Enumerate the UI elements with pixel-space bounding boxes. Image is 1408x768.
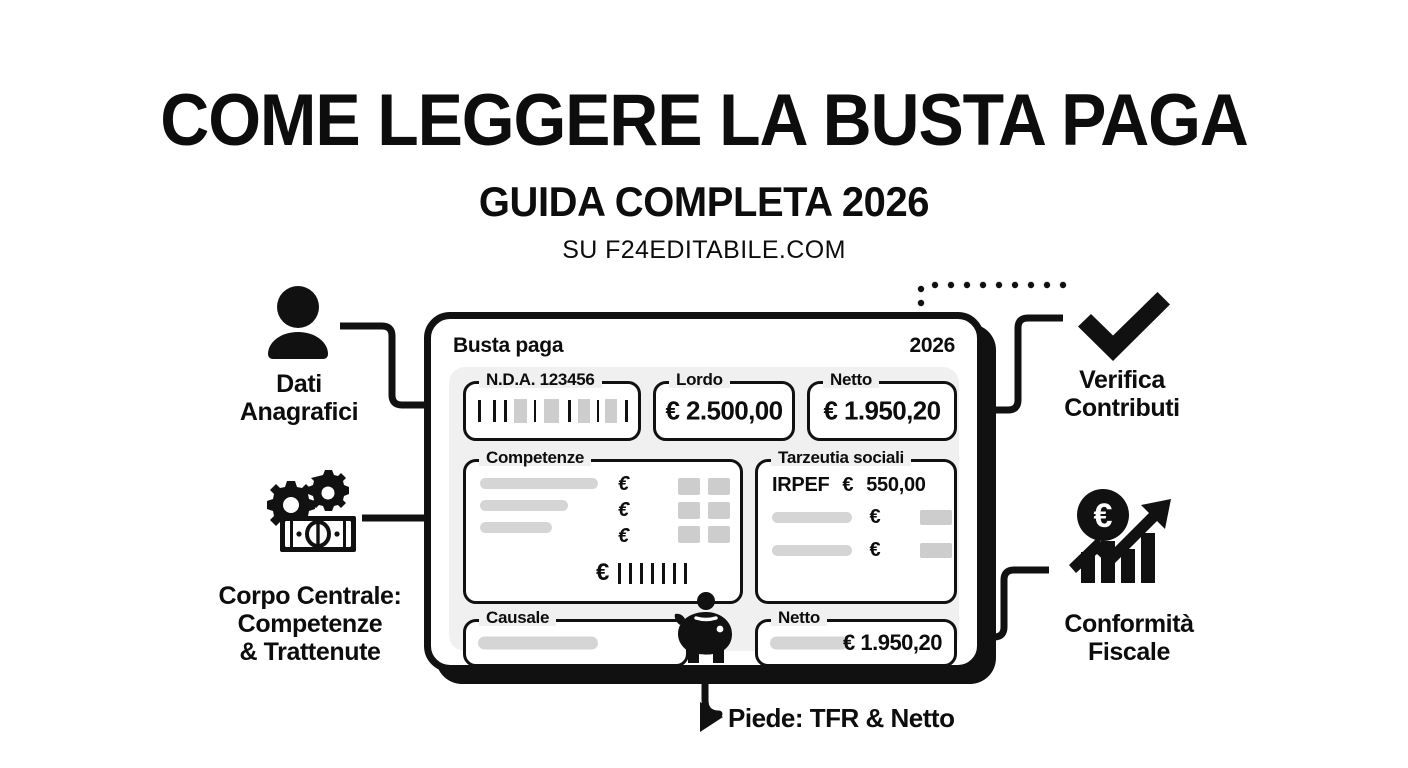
callout-line: Verifica <box>1079 366 1165 394</box>
site-credit: SU F24EDITABILE.COM <box>562 236 846 264</box>
callout-label-conformita-fiscale: Conformità Fiscale <box>1006 610 1252 666</box>
euro-growth-chart-icon: € <box>1069 489 1171 583</box>
callout-line: Corpo Centrale: <box>218 582 402 610</box>
callout-label-verifica-contributi: Verifica Contributi <box>1006 366 1238 422</box>
euro-symbol-icon: € <box>869 506 881 528</box>
tally-marks-icon <box>618 562 688 584</box>
field-netto-header: Netto € 1.950,20 <box>807 371 957 441</box>
field-nda-legend: N.D.A. 123456 <box>479 371 602 388</box>
field-trattenute-legend: Tarzeutia sociali <box>771 449 911 466</box>
competenze-total-row: € <box>596 559 688 587</box>
field-lordo-legend: Lordo <box>669 371 730 388</box>
euro-symbol-icon: € <box>596 559 610 586</box>
callout-line: & Trattenute <box>239 638 381 666</box>
trattenute-irpef-row: IRPEF € 550,00 <box>772 474 926 497</box>
euro-symbol-icon: € <box>869 539 881 561</box>
field-trattenute: Tarzeutia sociali IRPEF € 550,00 € € <box>755 449 957 604</box>
gears-money-icon <box>267 470 356 552</box>
field-causale-legend: Causale <box>479 609 557 626</box>
field-netto-footer-legend: Netto <box>771 609 827 626</box>
field-netto-footer-value: € 1.950,20 <box>843 630 942 655</box>
causale-placeholder <box>478 636 598 650</box>
callout-line: Dati <box>276 370 322 398</box>
card-title: Busta paga <box>453 334 564 357</box>
barcode-icon <box>476 399 629 423</box>
callout-line: Competenze <box>237 610 383 638</box>
callout-line: Anagrafici <box>239 398 359 426</box>
trattenute-row: € <box>772 506 952 529</box>
page-title: COME LEGGERE LA BUSTA PAGA <box>160 80 1249 161</box>
checkmark-icon <box>1078 292 1170 361</box>
field-nda: N.D.A. 123456 <box>463 371 641 441</box>
dotted-guide-icon <box>917 281 1067 307</box>
callout-line: Conformità <box>1064 610 1194 638</box>
svg-text:€: € <box>1094 497 1113 535</box>
page-subtitle: GUIDA COMPLETA 2026 <box>478 178 930 225</box>
euro-symbol-icon: € <box>618 525 630 547</box>
field-lordo-value: € 2.500,00 <box>665 395 784 426</box>
field-competenze-legend: Competenze <box>479 449 592 466</box>
trattenute-row: € <box>772 539 952 562</box>
person-icon <box>268 286 328 359</box>
callout-line: Contributi <box>1064 394 1180 422</box>
euro-symbol-icon: € <box>618 499 630 521</box>
competenze-currency-column: € € € <box>618 474 629 547</box>
field-netto-footer: Netto € 1.950,20 <box>755 609 957 667</box>
field-lordo: Lordo € 2.500,00 <box>653 371 795 441</box>
field-netto-header-value: € 1.950,20 <box>823 395 942 426</box>
card-year: 2026 <box>909 334 955 357</box>
field-netto-header-legend: Netto <box>823 371 879 388</box>
field-competenze: Competenze € € € € <box>463 449 743 604</box>
callout-line: Fiscale <box>1088 638 1170 666</box>
card-header: Busta paga 2026 <box>453 331 955 361</box>
callout-label-piede: Piede: TFR & Netto <box>728 703 955 733</box>
field-causale: Causale <box>463 609 689 667</box>
netto-footer-placeholder <box>770 636 848 650</box>
piggy-bank-icon <box>674 592 732 663</box>
competenze-amount-swatches <box>678 478 730 543</box>
callout-label-dati-anagrafici: Dati Anagrafici <box>186 370 412 426</box>
irpef-value: 550,00 <box>866 474 926 496</box>
euro-symbol-icon: € <box>618 473 630 495</box>
callout-label-corpo-centrale: Corpo Centrale: Competenze & Trattenute <box>170 582 450 666</box>
euro-symbol-icon: € <box>842 474 854 496</box>
trattenute-placeholder-rows: € € <box>772 506 952 562</box>
irpef-label: IRPEF <box>772 474 830 496</box>
competenze-placeholder-lines <box>480 478 598 533</box>
